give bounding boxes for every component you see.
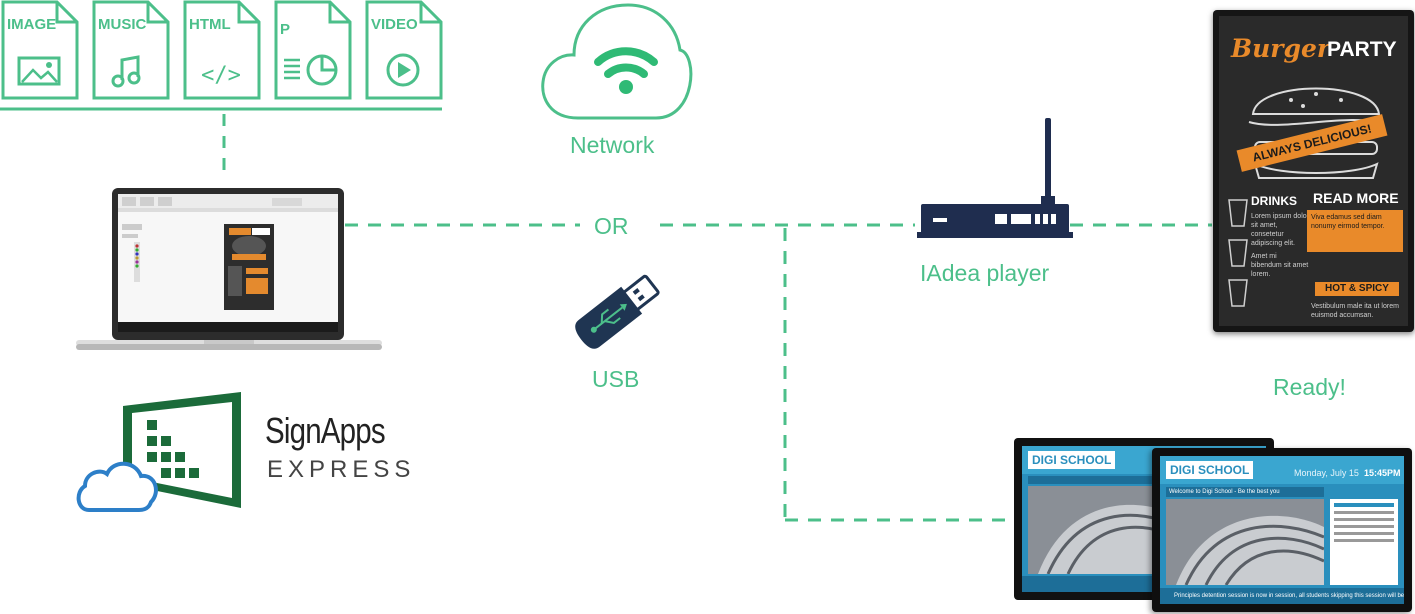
file-p-icon: P bbox=[274, 0, 352, 100]
usb-label: USB bbox=[592, 366, 640, 392]
school-welcome-bar-back bbox=[1028, 476, 1260, 484]
usb-symbol-icon bbox=[593, 306, 623, 331]
file-music-icon: MUSIC bbox=[92, 0, 170, 100]
play-icon bbox=[386, 53, 420, 87]
portrait-display: Burger PARTY ALWAYS DELICIOUS! DRINKS RE… bbox=[1213, 10, 1414, 332]
network-label: Network bbox=[570, 132, 655, 158]
school-title-back: DIGI SCHOOL bbox=[1028, 451, 1116, 469]
poster-read-more: READ MORE bbox=[1313, 190, 1399, 206]
network-cloud-icon bbox=[541, 3, 693, 120]
poster-text-1: Lorem ipsum dolor sit amet, consetetur a… bbox=[1251, 213, 1309, 247]
code-icon: </> bbox=[201, 63, 241, 88]
drink-cups-icon bbox=[1228, 199, 1248, 307]
poster-text-2: Viva edamus sed diam nonumy eirmod tempo… bbox=[1311, 214, 1385, 230]
school-welcome-bar: Welcome to Digi School - Be the best you bbox=[1166, 487, 1324, 497]
svg-text:</>: </> bbox=[201, 63, 241, 88]
file-image-icon: IMAGE bbox=[1, 0, 79, 100]
file-type-label: P bbox=[280, 21, 290, 38]
brand-name: SignApps bbox=[265, 410, 386, 451]
files-connector bbox=[222, 114, 226, 180]
file-type-label: VIDEO bbox=[371, 16, 418, 33]
poster-highlight bbox=[1307, 210, 1403, 252]
poster-hot-spicy: HOT & SPICY bbox=[1325, 283, 1389, 294]
poster-drinks: DRINKS bbox=[1251, 194, 1298, 208]
chart-document-icon bbox=[284, 54, 338, 86]
file-type-label: HTML bbox=[189, 16, 231, 33]
poster-title-bold: PARTY bbox=[1327, 38, 1397, 61]
or-label: OR bbox=[594, 213, 629, 239]
wifi-icon bbox=[594, 47, 658, 94]
signapps-logo-icon bbox=[76, 392, 241, 512]
school-side-panel bbox=[1330, 499, 1398, 585]
ready-label: Ready! bbox=[1273, 374, 1346, 400]
school-welcome: Welcome to Digi School - Be the best you bbox=[1169, 489, 1280, 495]
file-types-group: IMAGE MUSIC HTML </> P VIDEO bbox=[0, 0, 443, 111]
school-photo-front bbox=[1166, 499, 1324, 585]
school-date: Monday, July 15 bbox=[1294, 468, 1359, 478]
file-type-label: IMAGE bbox=[7, 16, 56, 33]
brand-subtitle: EXPRESS bbox=[267, 456, 416, 483]
poster-title-script: Burger bbox=[1231, 34, 1331, 63]
image-icon bbox=[17, 56, 61, 86]
poster-hot-spicy-banner: HOT & SPICY bbox=[1315, 282, 1399, 296]
music-note-icon bbox=[111, 55, 141, 88]
landscape-display-front: DIGI SCHOOL Monday, July 15 15:45PM Welc… bbox=[1152, 448, 1412, 612]
burger-poster: Burger PARTY ALWAYS DELICIOUS! DRINKS RE… bbox=[1219, 16, 1408, 326]
player-label: IAdea player bbox=[920, 260, 1050, 286]
file-video-icon: VIDEO bbox=[365, 0, 443, 100]
laptop-icon bbox=[76, 188, 382, 350]
school-ticker: Principles detention session is now in s… bbox=[1174, 593, 1404, 599]
file-type-label: MUSIC bbox=[98, 16, 147, 33]
file-html-icon: HTML </> bbox=[183, 0, 261, 100]
poster-text-4: Vestibulum male ita ut lorem euismod acc… bbox=[1311, 303, 1399, 319]
poster-text-3: Amet mi bibendum sit amet lorem. bbox=[1251, 253, 1309, 278]
school-ticker-front: Principles detention session is now in s… bbox=[1160, 588, 1404, 604]
school-time: 15:45PM bbox=[1364, 468, 1401, 478]
school-screen-front: DIGI SCHOOL Monday, July 15 15:45PM Welc… bbox=[1160, 456, 1404, 604]
school-title-front: DIGI SCHOOL bbox=[1166, 461, 1254, 479]
iadea-player-icon bbox=[917, 118, 1073, 238]
usb-stick-icon bbox=[575, 274, 660, 349]
